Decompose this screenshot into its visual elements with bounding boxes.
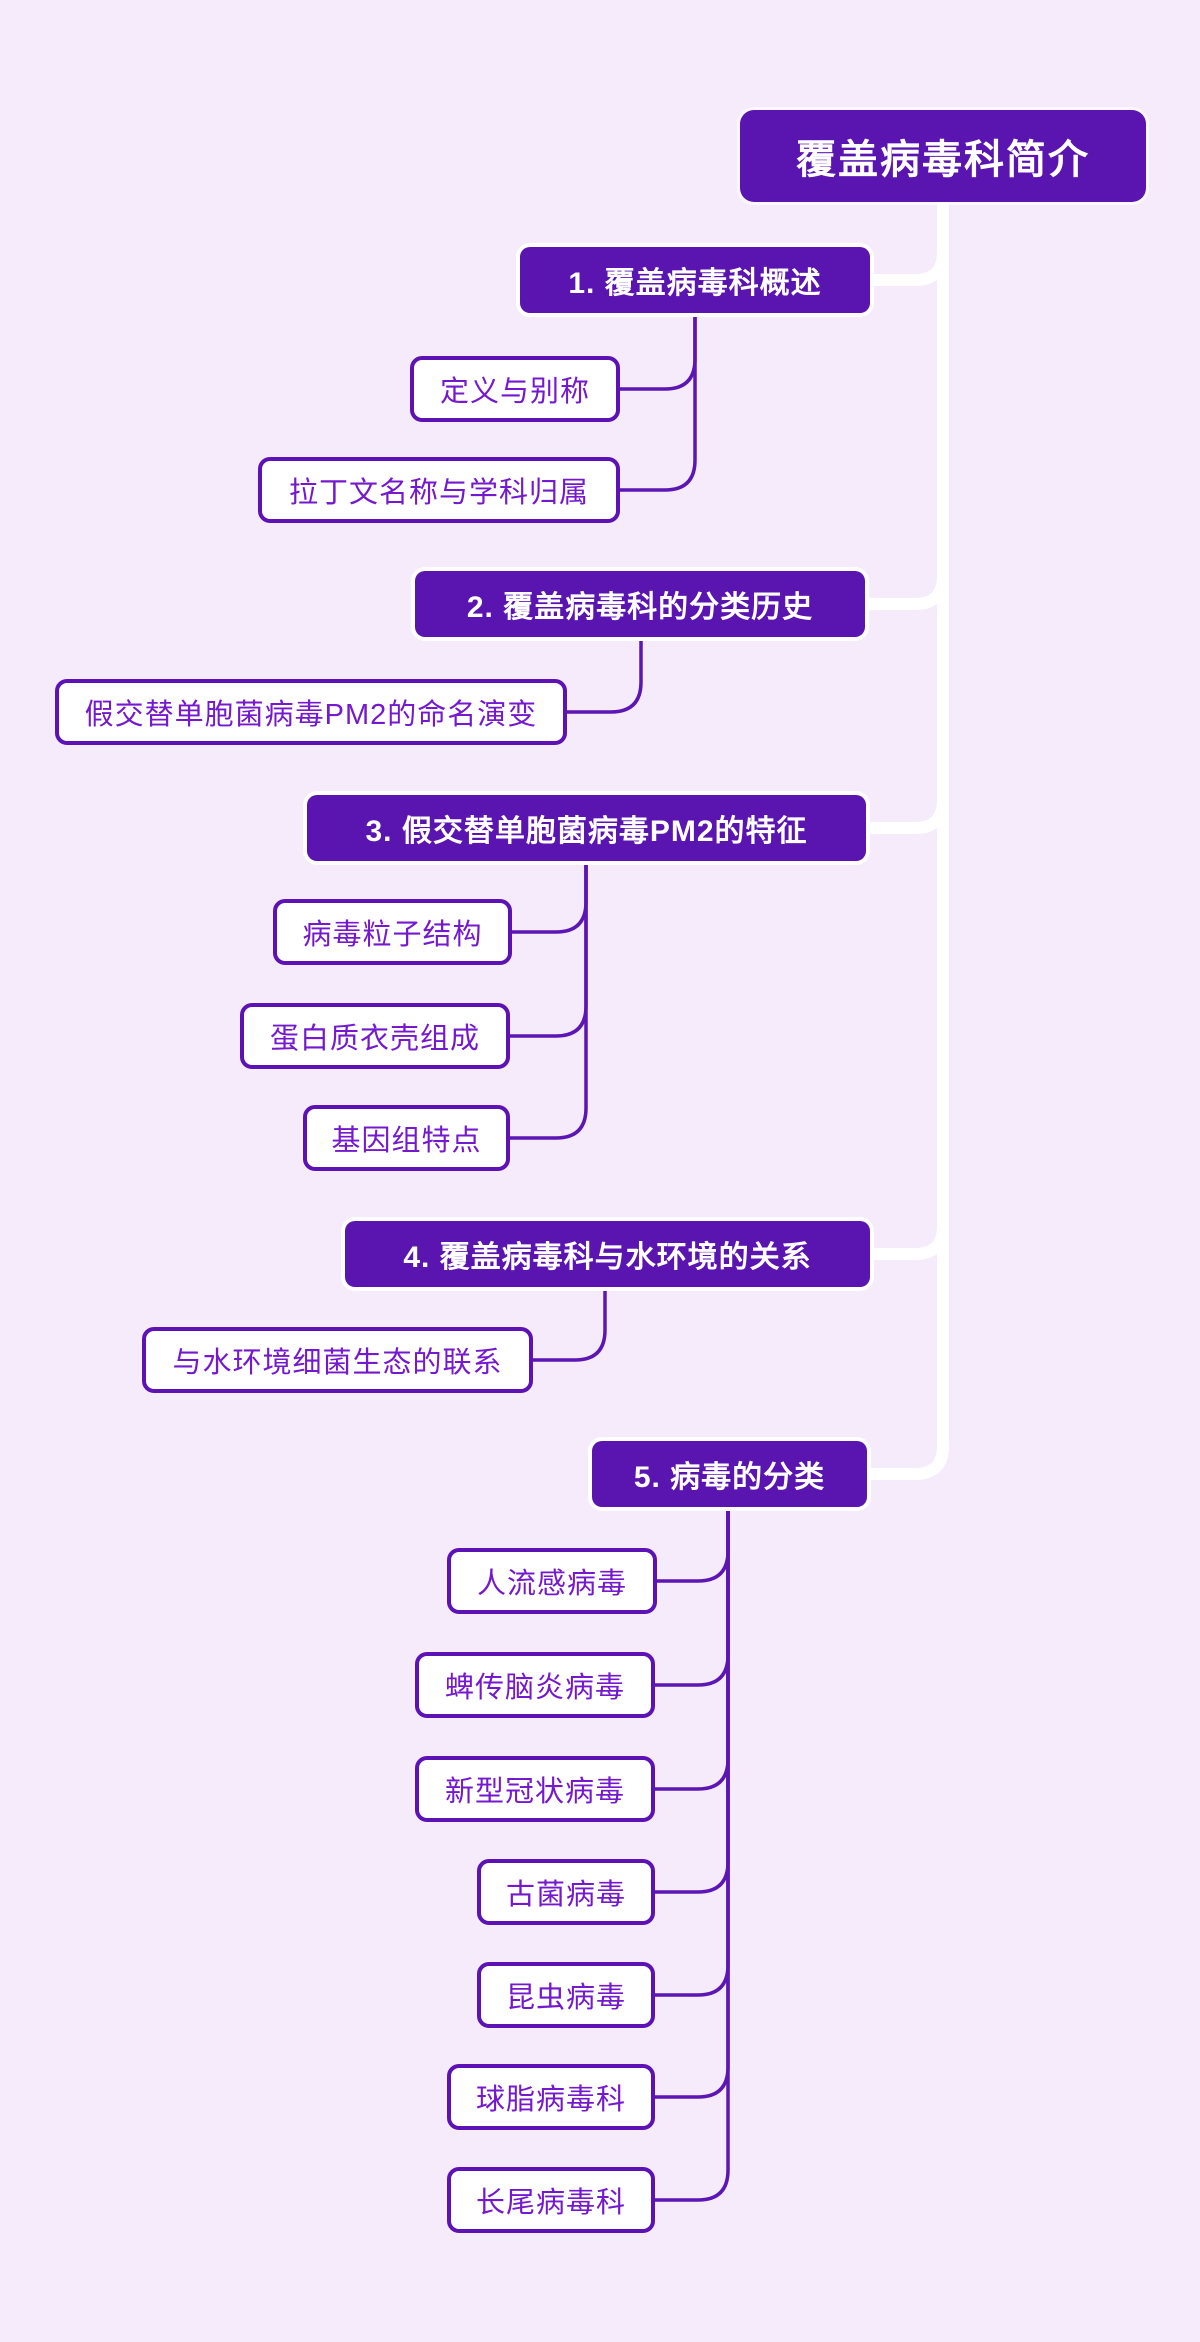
branch-node-1[interactable]: 1. 覆盖病毒科概述 [520, 247, 870, 313]
branch-node-4[interactable]: 4. 覆盖病毒科与水环境的关系 [345, 1221, 870, 1287]
child-node-1-1-label: 定义与别称 [439, 376, 590, 408]
child-node-5-2-label: 蜱传脑炎病毒 [444, 1672, 625, 1704]
connector-branch5-child4 [650, 1505, 730, 1894]
root-node[interactable]: 覆盖病毒科简介 [740, 110, 1146, 202]
child-node-5-7-label: 长尾病毒科 [475, 2187, 626, 2219]
child-node-5-6-label: 球脂病毒科 [475, 2084, 626, 2116]
child-node-1-2[interactable]: 拉丁文名称与学科归属 [258, 457, 620, 523]
child-node-4-1-label: 与水环境细菌生态的联系 [172, 1347, 503, 1379]
connector-branch3-child3 [505, 859, 588, 1140]
child-node-1-2-label: 拉丁文名称与学科归属 [288, 477, 589, 509]
connector-branch1-child2 [615, 311, 697, 492]
child-node-5-1-label: 人流感病毒 [476, 1568, 627, 1600]
connector-branch4-child1 [528, 1285, 607, 1362]
connector-branch5-child1 [652, 1505, 730, 1583]
child-node-5-2[interactable]: 蜱传脑炎病毒 [415, 1652, 655, 1718]
child-node-2-1[interactable]: 假交替单胞菌病毒PM2的命名演变 [55, 679, 567, 745]
child-node-4-1[interactable]: 与水环境细菌生态的联系 [142, 1327, 533, 1393]
child-node-5-3[interactable]: 新型冠状病毒 [415, 1756, 655, 1822]
connector-root-branch3 [856, 794, 949, 834]
child-node-3-1[interactable]: 病毒粒子结构 [273, 899, 512, 965]
connector-branch5-child7 [650, 1505, 730, 2202]
child-node-5-1[interactable]: 人流感病毒 [447, 1548, 657, 1614]
child-node-3-2[interactable]: 蛋白质衣壳组成 [240, 1003, 510, 1069]
child-node-5-4-label: 古菌病毒 [505, 1879, 626, 1911]
child-node-3-3[interactable]: 基因组特点 [303, 1105, 510, 1171]
child-node-3-1-label: 病毒粒子结构 [302, 919, 483, 951]
branch-node-5[interactable]: 5. 病毒的分类 [592, 1441, 867, 1507]
child-node-1-1[interactable]: 定义与别称 [410, 356, 620, 422]
connector-branch3-child2 [505, 859, 588, 1038]
child-node-5-3-label: 新型冠状病毒 [444, 1776, 625, 1808]
connector-branch5-child2 [650, 1505, 730, 1687]
root-node-label: 覆盖病毒科简介 [796, 138, 1090, 182]
child-node-3-3-label: 基因组特点 [331, 1125, 482, 1157]
branch-node-2[interactable]: 2. 覆盖病毒科的分类历史 [415, 571, 865, 637]
child-node-5-6[interactable]: 球脂病毒科 [447, 2064, 655, 2130]
connector-branch5-child6 [650, 1505, 730, 2099]
branch-node-1-label: 1. 覆盖病毒科概述 [568, 267, 822, 300]
connector-branch1-child1 [615, 311, 697, 391]
connector-root-branch5-trunk [860, 196, 949, 1480]
child-node-5-4[interactable]: 古菌病毒 [477, 1859, 655, 1925]
connector-root-branch4 [860, 1220, 949, 1260]
child-node-5-5[interactable]: 昆虫病毒 [477, 1962, 655, 2028]
connector-branch3-child1 [507, 859, 588, 934]
branch-node-3[interactable]: 3. 假交替单胞菌病毒PM2的特征 [307, 795, 866, 861]
connector-branch5-child3 [650, 1505, 730, 1791]
child-node-2-1-label: 假交替单胞菌病毒PM2的命名演变 [84, 699, 538, 731]
branch-node-3-label: 3. 假交替单胞菌病毒PM2的特征 [365, 815, 808, 848]
connector-root-branch2 [855, 570, 949, 610]
child-node-3-2-label: 蛋白质衣壳组成 [269, 1023, 480, 1055]
child-node-5-5-label: 昆虫病毒 [505, 1982, 626, 2014]
branch-node-2-label: 2. 覆盖病毒科的分类历史 [466, 591, 814, 624]
connector-root-branch1 [860, 246, 949, 286]
connector-branch2-child1 [562, 635, 643, 714]
child-node-5-7[interactable]: 长尾病毒科 [447, 2167, 655, 2233]
branch-node-4-label: 4. 覆盖病毒科与水环境的关系 [403, 1241, 812, 1274]
branch-node-5-label: 5. 病毒的分类 [633, 1461, 826, 1494]
